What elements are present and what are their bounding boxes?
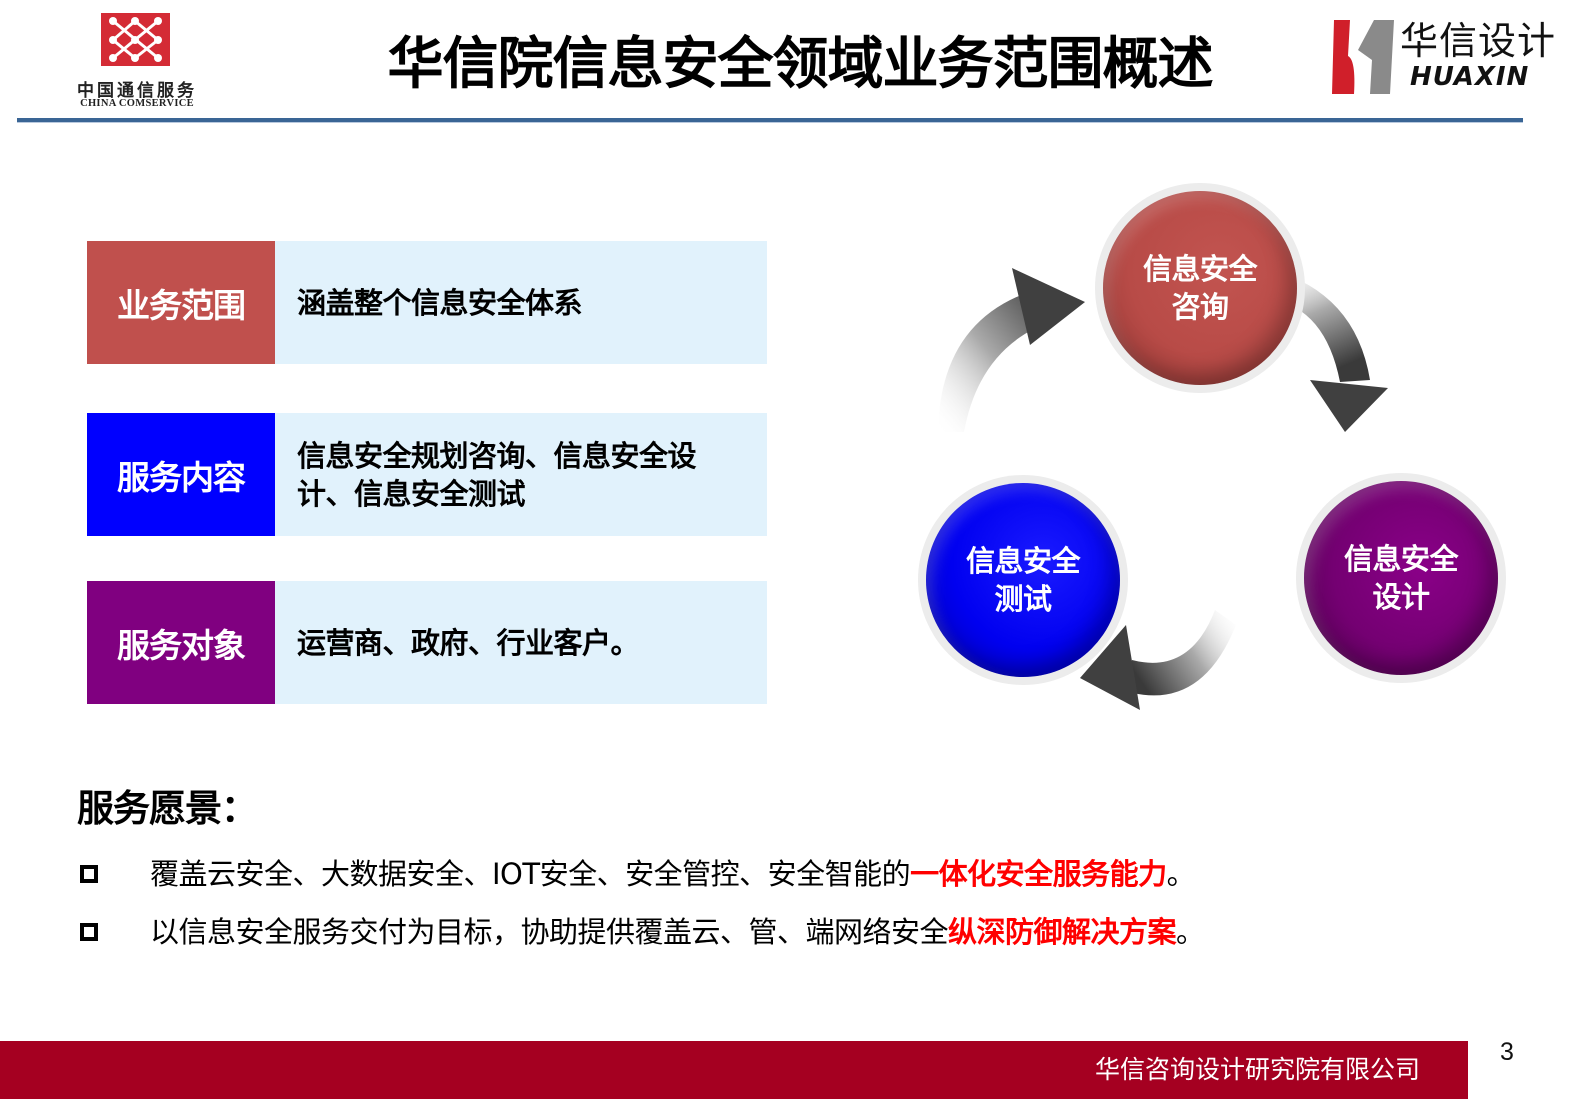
node-line2: 设计: [1372, 580, 1430, 614]
page-number: 3: [1500, 1038, 1514, 1066]
header-divider: [17, 118, 1523, 123]
bullet-tail: 。: [1176, 915, 1205, 949]
arrow-design-to-test-icon: [1080, 610, 1236, 710]
node-line2: 咨询: [1171, 290, 1229, 324]
footer-bar: 华信咨询设计研究院有限公司: [0, 1041, 1468, 1099]
node-consulting: 信息安全咨询: [1095, 183, 1305, 393]
china-comservice-logo-mark: [101, 13, 170, 66]
page-title: 华信院信息安全领域业务范围概述: [387, 32, 1214, 97]
node-line1: 信息安全: [1142, 252, 1258, 286]
row-text: 运营商、政府、行业客户。: [297, 625, 640, 660]
network-lattice-icon: [109, 17, 162, 62]
row-text: 信息安全规划咨询、信息安全设计、信息安全测试: [297, 438, 697, 511]
bullet-text: 以信息安全服务交付为目标，协助提供覆盖云、管、端网络安全: [150, 915, 949, 949]
node-line1: 信息安全: [965, 544, 1081, 578]
row-label: 服务内容: [87, 413, 275, 536]
node-design: 信息安全设计: [1296, 473, 1506, 683]
node-line2: 测试: [994, 582, 1052, 616]
row-text: 涵盖整个信息安全体系: [297, 285, 583, 320]
bullet-highlight: 一体化安全服务能力: [910, 857, 1167, 891]
row-label: 业务范围: [87, 241, 275, 364]
huaxin-h-icon: [1332, 20, 1394, 94]
huaxin-logo-mark: [1328, 16, 1398, 98]
node-line1: 信息安全: [1343, 542, 1459, 576]
row-service-content: 服务内容 信息安全规划咨询、信息安全设计、信息安全测试: [87, 413, 767, 536]
arrow-test-to-consult-icon: [938, 268, 1085, 432]
bullet-text: 覆盖云安全、大数据安全、IOT安全、安全管控、安全智能的: [150, 857, 911, 891]
china-comservice-logo-en: CHINA COMSERVICE: [80, 98, 194, 109]
row-business-scope: 业务范围 涵盖整个信息安全体系: [87, 241, 767, 364]
vision-bullet: 以信息安全服务交付为目标，协助提供覆盖云、管、端网络安全纵深防御解决方案。: [80, 914, 1500, 950]
row-service-target: 服务对象 运营商、政府、行业客户。: [87, 581, 767, 704]
square-bullet-icon: [80, 923, 98, 941]
vision-title: 服务愿景：: [77, 787, 258, 830]
node-testing: 信息安全测试: [918, 475, 1128, 685]
china-comservice-logo-cn: 中国通信服务: [77, 81, 197, 101]
bullet-tail: 。: [1166, 857, 1196, 891]
vision-bullet: 覆盖云安全、大数据安全、IOT安全、安全管控、安全智能的一体化安全服务能力。: [80, 856, 1500, 892]
footer-company: 华信咨询设计研究院有限公司: [1094, 1055, 1420, 1084]
huaxin-logo-en: HUAXIN: [1410, 62, 1530, 92]
square-bullet-icon: [80, 865, 98, 883]
huaxin-logo-cn: 华信设计: [1400, 19, 1557, 63]
bullet-highlight: 纵深防御解决方案: [948, 915, 1177, 949]
row-label: 服务对象: [87, 581, 275, 704]
